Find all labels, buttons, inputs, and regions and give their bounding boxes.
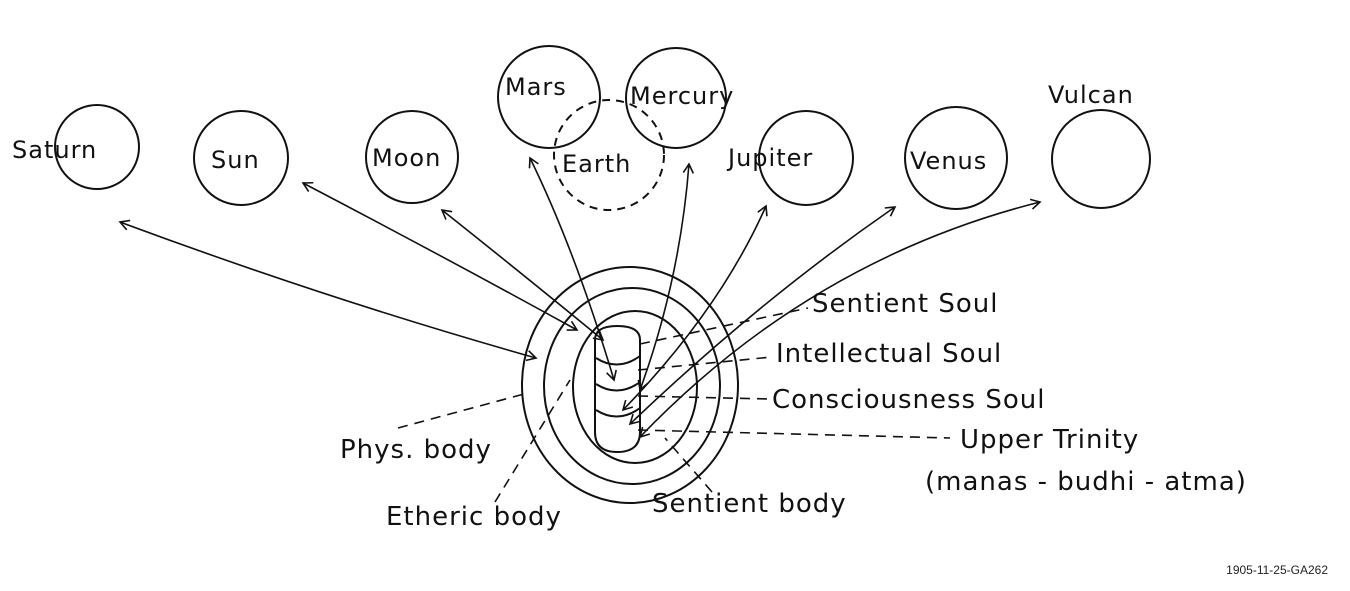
intellectual-soul-label: Intellectual Soul [776,339,1002,369]
arrow-mercury [637,162,695,392]
arrow-saturn [118,219,538,362]
leader-intellectual-soul [637,356,773,371]
mars-label: Mars [505,73,567,101]
upper-trinity-label: Upper Trinity [960,425,1139,455]
vulcan-label: Vulcan [1048,81,1134,109]
earth-label: Earth [562,150,631,178]
soul-column [594,324,641,454]
sentient-body-sheath [572,310,698,464]
jupiter-label: Jupiter [726,144,813,172]
arrow-mars [528,156,617,382]
phys-body-label: Phys. body [340,435,492,465]
saturn-circle [54,104,140,190]
moon-label: Moon [372,144,441,172]
venus-label: Venus [910,147,987,175]
mercury-circle [625,47,727,149]
leader-sentient-soul [639,307,809,345]
soul-division-3 [595,407,641,418]
reference-code: 1905-11-25-GA262 [1226,563,1328,577]
sun-circle [193,110,289,206]
phys-body-sheath [521,266,739,504]
sentient-body-label: Sentient body [652,489,847,519]
leader-sentient-body [664,437,713,493]
leader-phys-body [397,393,525,429]
soul-division-2 [595,381,641,392]
sun-label: Sun [211,146,260,174]
leader-etheric-body [494,379,571,503]
saturn-label: Saturn [12,136,97,164]
soul-division-1 [595,355,641,366]
vulcan-circle [1051,109,1151,209]
leader-consciousness-soul [637,395,771,400]
sentient-soul-label: Sentient Soul [812,289,998,319]
mars-circle [497,45,601,149]
consciousness-soul-label: Consciousness Soul [772,385,1045,415]
upper-trinity-sub-label: (manas - budhi - atma) [925,467,1247,497]
arrow-sun [301,181,579,331]
mercury-label: Mercury [630,82,734,110]
leader-upper-trinity [637,429,951,439]
etheric-body-label: Etheric body [386,502,562,532]
arrow-vulcan [638,198,1042,439]
